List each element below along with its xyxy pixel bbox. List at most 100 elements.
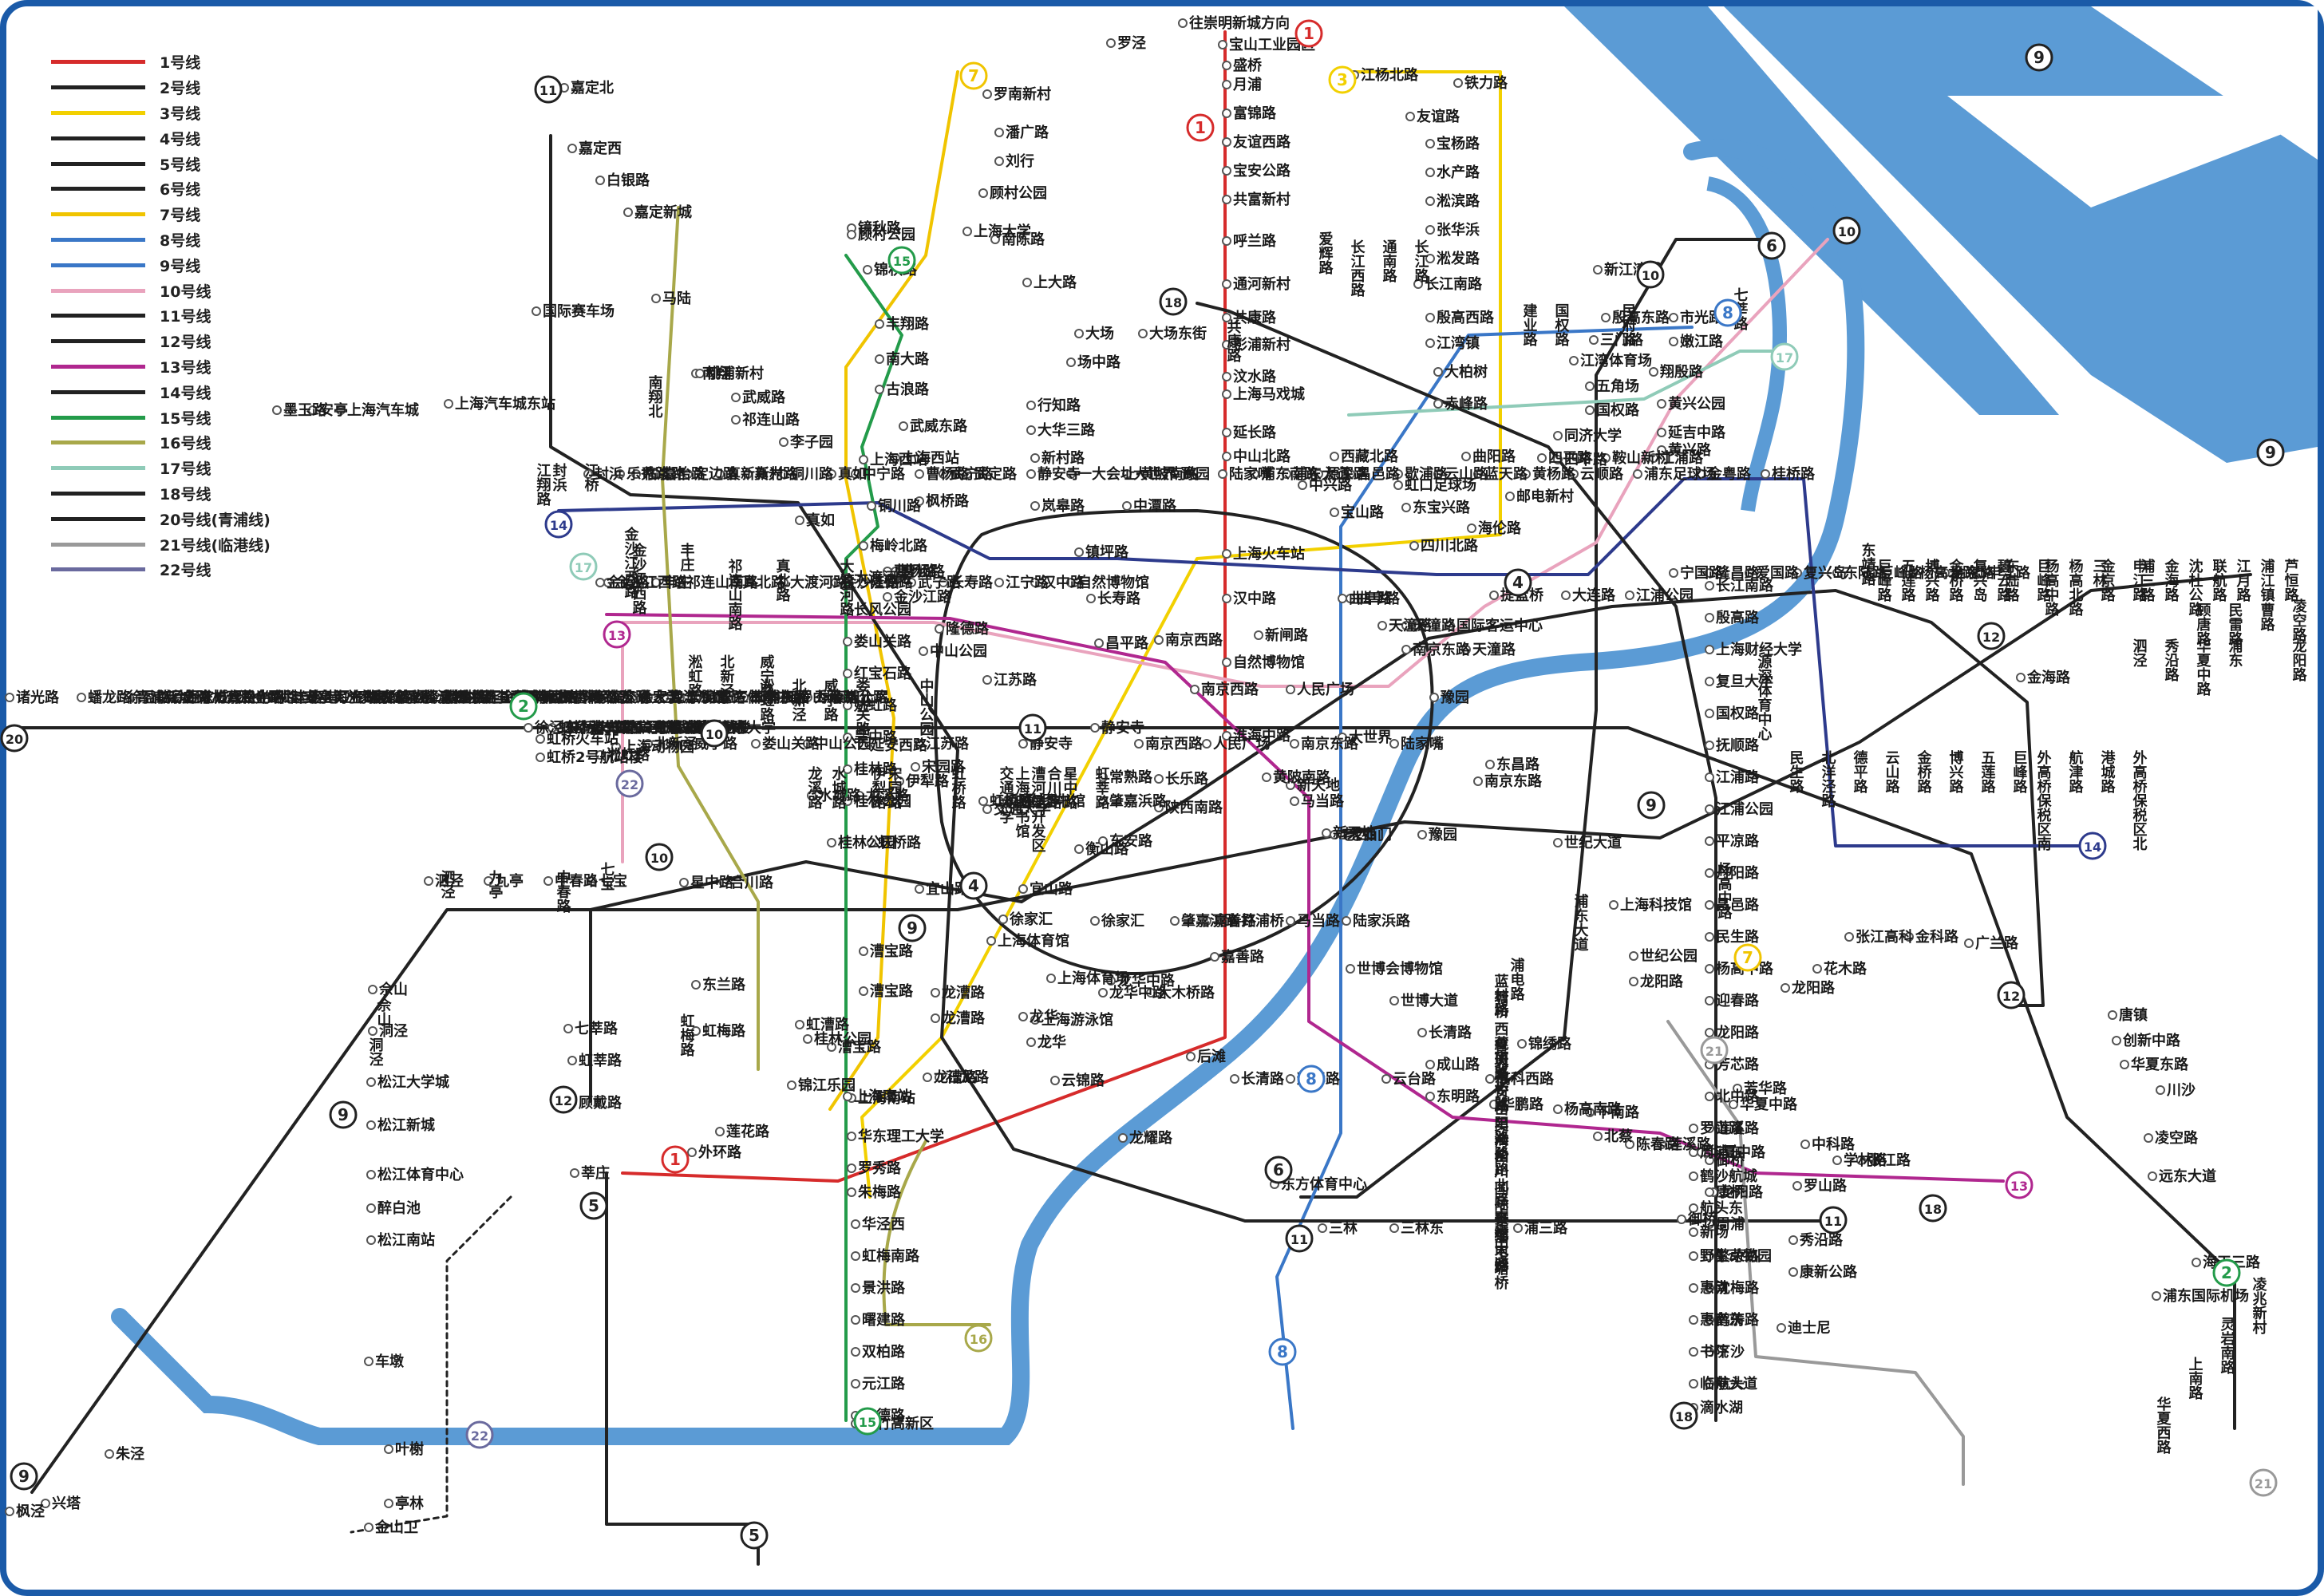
station-label: 龙阳路 bbox=[1720, 1183, 1764, 1201]
line-badge-circle bbox=[1018, 713, 1047, 742]
station-dot bbox=[659, 723, 669, 733]
station-label: 武宁路 bbox=[918, 574, 962, 591]
line-badge-circle bbox=[534, 75, 563, 104]
station-dot bbox=[691, 693, 701, 702]
station-dot bbox=[859, 946, 868, 956]
station-label: 长江南路 bbox=[1425, 275, 1483, 293]
station-dot bbox=[1705, 613, 1714, 622]
station-label: 鹤沙航城 bbox=[1700, 1167, 1757, 1185]
station-dot bbox=[1122, 501, 1132, 511]
station-label: 上海体育馆 bbox=[998, 932, 1069, 950]
station-dot bbox=[1210, 952, 1219, 962]
station-dot bbox=[982, 89, 992, 99]
station-label: 姚虹路 bbox=[853, 697, 898, 714]
line-badge-number: 8 bbox=[1306, 1069, 1317, 1088]
station-label: 桂林公园 bbox=[813, 1030, 872, 1048]
station-label-vertical: 上海图书馆 bbox=[1014, 766, 1030, 839]
station-label: 罗南新村 bbox=[994, 85, 1051, 103]
station-dot bbox=[583, 469, 593, 479]
line-badge: 15 bbox=[853, 1407, 882, 1436]
station-label: 刘行 bbox=[1006, 152, 1034, 170]
station-label: 呼兰路 bbox=[1233, 232, 1277, 250]
station-dot bbox=[1832, 1156, 1842, 1165]
line-badge-number: 17 bbox=[1776, 350, 1793, 365]
station-dot bbox=[859, 541, 868, 551]
line-badge: 9 bbox=[2256, 438, 2285, 467]
station-dot bbox=[1286, 685, 1295, 694]
station-label: 徐盈路 bbox=[390, 689, 435, 706]
station-label-vertical: 芦恒路 bbox=[2282, 558, 2299, 602]
line-badge-circle bbox=[1700, 1036, 1729, 1065]
station-dot bbox=[907, 578, 916, 587]
legend-item: 4号线 bbox=[51, 125, 314, 151]
station-label: 豫园 bbox=[1429, 826, 1457, 843]
station-dot bbox=[1705, 1219, 1714, 1229]
line-badge-number: 10 bbox=[706, 727, 723, 742]
station-label: 长清路 bbox=[1241, 1070, 1285, 1088]
station-label: 杨高南路 bbox=[1564, 1100, 1622, 1118]
station-label: 泗泾 bbox=[435, 872, 464, 890]
station-label-vertical: 塘桥 bbox=[1492, 989, 1509, 1019]
station-dot bbox=[1689, 1171, 1698, 1181]
station-label-vertical: 通南路 bbox=[1381, 239, 1397, 283]
station-label: 世博会博物馆 bbox=[1357, 960, 1443, 978]
station-dot bbox=[691, 723, 701, 733]
station-label-vertical: 水城路 bbox=[830, 765, 847, 810]
station-dot bbox=[807, 791, 816, 800]
station-dot bbox=[1030, 578, 1040, 587]
station-label: 御桥 bbox=[781, 689, 812, 706]
station-dot bbox=[444, 399, 453, 409]
station-label: 莲花路 bbox=[726, 1123, 770, 1140]
station-label: 曹杨路 bbox=[926, 465, 970, 483]
station-dot bbox=[867, 501, 876, 511]
station-label: 宝山路 bbox=[1341, 504, 1385, 521]
line-badge: 8 bbox=[1713, 298, 1742, 327]
station-label: 交通大学 bbox=[622, 689, 680, 706]
station-dot bbox=[986, 936, 996, 946]
station-label: 叶榭 bbox=[395, 1440, 424, 1458]
station-dot bbox=[859, 578, 868, 587]
station-label: 松江体育中心 bbox=[377, 1166, 464, 1183]
legend-item: 18号线 bbox=[51, 481, 314, 507]
line-badge: 11 bbox=[1018, 713, 1047, 742]
station-label: 迪士尼 bbox=[1788, 1320, 1831, 1337]
station-label: 封浜 bbox=[595, 465, 623, 483]
station-dot bbox=[1561, 591, 1571, 600]
station-label: 大世界 bbox=[1349, 729, 1392, 746]
station-label: 古浪路 bbox=[886, 381, 930, 398]
station-dot bbox=[1629, 977, 1638, 986]
station-dot bbox=[962, 469, 972, 479]
line-badge-circle bbox=[544, 510, 573, 539]
station-label-vertical: 淞虹路 bbox=[686, 654, 703, 698]
station-dot bbox=[843, 605, 852, 614]
station-label: 后滩 bbox=[1197, 1048, 1226, 1065]
station-label: 静安寺 bbox=[1038, 465, 1081, 483]
station-label: 大渡河路 bbox=[854, 569, 912, 587]
station-label-vertical: 伊犁路 bbox=[870, 765, 887, 810]
station-dot bbox=[751, 739, 761, 749]
station-label: 国权路 bbox=[1716, 705, 1760, 722]
line-badge-circle bbox=[509, 692, 538, 721]
station-dot bbox=[1868, 568, 1878, 578]
station-label: 黄杨路 bbox=[1532, 465, 1576, 483]
station-label-vertical: 北新泾 bbox=[790, 678, 807, 722]
station-dot bbox=[41, 1499, 50, 1508]
legend-item: 20号线(青浦线) bbox=[51, 506, 314, 531]
line-badge-circle bbox=[2078, 832, 2107, 860]
line-badge-circle bbox=[700, 719, 729, 748]
station-dot bbox=[366, 1170, 376, 1179]
station-dot bbox=[683, 739, 693, 749]
station-label-vertical: 华夏中路 bbox=[2195, 638, 2211, 697]
station-label-vertical: 国权路 bbox=[1553, 303, 1571, 347]
legend-label: 9号线 bbox=[160, 257, 201, 275]
station-label: 豫园 bbox=[1181, 465, 1210, 483]
line-badge-circle bbox=[1832, 216, 1861, 245]
line-badge-number: 12 bbox=[555, 1093, 572, 1108]
station-dot bbox=[1018, 1012, 1028, 1021]
station-label: 自然博物馆 bbox=[1077, 574, 1149, 591]
station-label-vertical: 中春路 bbox=[555, 869, 571, 914]
station-label: 漕宝路 bbox=[870, 982, 914, 1000]
station-dot bbox=[368, 985, 377, 994]
station-dot bbox=[1904, 932, 1914, 942]
station-label: 崧泽大道 bbox=[411, 689, 468, 706]
